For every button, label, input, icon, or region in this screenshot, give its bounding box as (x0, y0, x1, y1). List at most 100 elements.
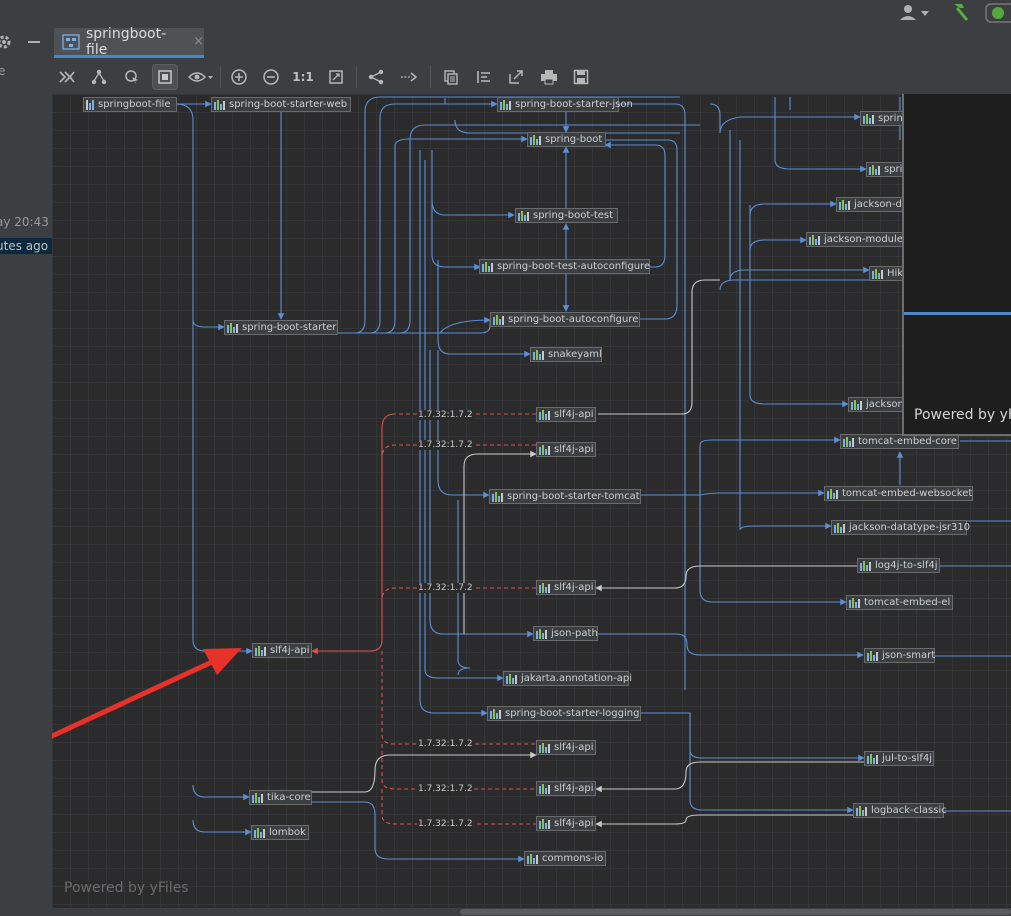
dependency-node-slf4j-api[interactable]: slf4j-api (536, 442, 596, 457)
dependency-node-snakeyaml[interactable]: snakeyaml (530, 347, 602, 362)
settings-gear-icon[interactable] (0, 34, 12, 50)
dependency-node-log4j-to-slf4j[interactable]: log4j-to-slf4j (857, 558, 940, 573)
dependency-node-spring-boot-test[interactable]: spring-boot-test (515, 208, 618, 223)
dependency-node-spring-boot[interactable]: spring-boot (527, 132, 606, 147)
jar-icon (482, 261, 493, 272)
overview-minimap[interactable] (902, 94, 1011, 436)
print-icon[interactable] (537, 65, 561, 89)
annotation-arrow (52, 648, 242, 739)
dependency-node-slf4j-api[interactable]: slf4j-api (536, 781, 596, 796)
dependency-node-tomcat-embed-el[interactable]: tomcat-embed-el (846, 595, 953, 610)
dependency-node-slf4j-api-main[interactable]: slf4j-api (252, 643, 312, 658)
toolbar-separator (430, 66, 431, 88)
dependency-node-jackson-module[interactable]: jackson-module-p (806, 232, 913, 247)
jar-icon (527, 853, 538, 864)
fit-content-icon[interactable] (152, 64, 178, 90)
fit-screen-icon[interactable] (324, 65, 348, 89)
zoom-in-icon[interactable] (227, 65, 251, 89)
layout-icon[interactable] (87, 65, 111, 89)
dependency-node-jackson-right[interactable]: jackson- (848, 397, 907, 412)
left-snippet-ago: utes ago (0, 238, 52, 254)
dependency-node-spring-boot-starter-tomcat[interactable]: spring-boot-starter-tomcat (489, 489, 641, 504)
edge (175, 103, 253, 655)
edge-version-label: 1.7.32:1.7.2 (417, 410, 474, 420)
close-icon[interactable]: × (193, 34, 204, 49)
export-icon[interactable] (504, 65, 528, 89)
dependency-node-springboot-file[interactable]: springboot-file (83, 97, 177, 112)
dependency-node-lombok[interactable]: lombok (251, 825, 309, 840)
share-icon[interactable] (364, 65, 388, 89)
dependency-node-slf4j-api[interactable]: slf4j-api (536, 580, 596, 595)
hammer-icon[interactable] (948, 0, 974, 24)
edge (381, 587, 536, 601)
edge (739, 140, 832, 531)
diagram-canvas[interactable]: 1.7.32:1.7.2 1.7.32:1.7.2 1.7.32:1.7.2 1… (52, 94, 1011, 908)
dependency-node-jakarta-annotation-api[interactable]: jakarta.annotation-api (503, 671, 632, 686)
tab-springboot-file[interactable]: springboot-file × (54, 26, 204, 58)
jar-icon (539, 444, 550, 455)
dependency-node-jackson-datatype-jsr310[interactable]: jackson-datatype-jsr310 (831, 520, 970, 535)
dependency-node-jackson-databind[interactable]: jackson-da (836, 197, 908, 212)
jar-icon (530, 134, 541, 145)
edge (381, 444, 536, 459)
dependency-node-spring-right-2[interactable]: spri (866, 162, 905, 177)
actual-size-icon[interactable]: 1:1 (292, 70, 314, 84)
dependency-node-spring-boot-starter-web[interactable]: spring-boot-starter-web (211, 97, 351, 112)
dependency-node-spring-boot-test-autoconfigure[interactable]: spring-boot-test-autoconfigure (479, 259, 650, 274)
copy-icon[interactable] (439, 65, 463, 89)
user-icon[interactable] (896, 2, 932, 24)
dependency-node-commons-io[interactable]: commons-io (524, 851, 606, 866)
powered-by-yfiles: Powered by yFiles (64, 880, 189, 896)
dependency-node-logback-classic[interactable]: logback-classic (853, 803, 947, 818)
dependency-node-spring-boot-starter-json[interactable]: spring-boot-starter-json (497, 97, 633, 112)
dependency-node-spring-boot-starter-logging[interactable]: spring-boot-starter-logging (487, 706, 641, 721)
edge (640, 712, 865, 762)
dependency-node-tomcat-embed-core[interactable]: tomcat-embed-core (840, 434, 959, 449)
edge (381, 744, 536, 790)
collapse-icon[interactable] (55, 65, 79, 89)
jar-icon (533, 349, 544, 360)
jar-icon (255, 645, 266, 656)
edge (457, 500, 471, 676)
edge (424, 160, 504, 682)
edge-version-label: 1.7.32:1.7.2 (417, 819, 474, 829)
edge (338, 135, 528, 334)
edge (604, 141, 666, 268)
jar-icon (539, 783, 550, 794)
dependency-node-slf4j-api[interactable]: slf4j-api (536, 740, 596, 755)
jar-icon (809, 234, 820, 245)
edge (598, 279, 720, 415)
dependency-node-spring-boot-autoconfigure[interactable]: spring-boot-autoconfigure (490, 312, 640, 327)
jar-icon (856, 805, 867, 816)
dependency-node-json-path[interactable]: json-path (533, 626, 598, 641)
arrow-right-icon[interactable] (397, 65, 421, 89)
dependency-node-json-smart[interactable]: json-smart (864, 648, 935, 663)
dependency-node-slf4j-api[interactable]: slf4j-api (536, 407, 596, 422)
align-icon[interactable] (472, 65, 496, 89)
run-icon[interactable] (984, 0, 1011, 24)
overview-viewport[interactable] (904, 312, 1011, 315)
edge (454, 119, 680, 134)
jar-icon (254, 827, 265, 838)
select-icon[interactable] (120, 65, 144, 89)
zoom-out-icon[interactable] (259, 65, 283, 89)
scrollbar-thumb[interactable] (460, 909, 1011, 915)
save-icon[interactable] (569, 65, 593, 89)
dependency-node-hikari[interactable]: Hik (869, 266, 905, 281)
dependency-node-slf4j-api[interactable]: slf4j-api (536, 816, 596, 831)
jar-icon (506, 673, 517, 684)
jar-icon (539, 818, 550, 829)
jar-icon (851, 399, 862, 410)
dependency-node-spring-right-1[interactable]: sprin (860, 111, 905, 126)
dependency-node-jul-to-slf4j[interactable]: jul-to-slf4j (864, 751, 934, 766)
edge (192, 784, 250, 801)
left-snippet: e (0, 64, 5, 78)
diagram-toolbar (52, 60, 1011, 95)
dependency-node-tomcat-embed-websocket[interactable]: tomcat-embed-websocket (824, 486, 973, 501)
eye-icon[interactable] (186, 65, 216, 89)
minimize-icon[interactable] (26, 34, 42, 50)
dependency-node-tika-core[interactable]: tika-core (249, 790, 312, 805)
edge (338, 124, 700, 334)
dependency-node-spring-boot-starter[interactable]: spring-boot-starter (224, 320, 338, 335)
jar-icon (252, 792, 263, 803)
